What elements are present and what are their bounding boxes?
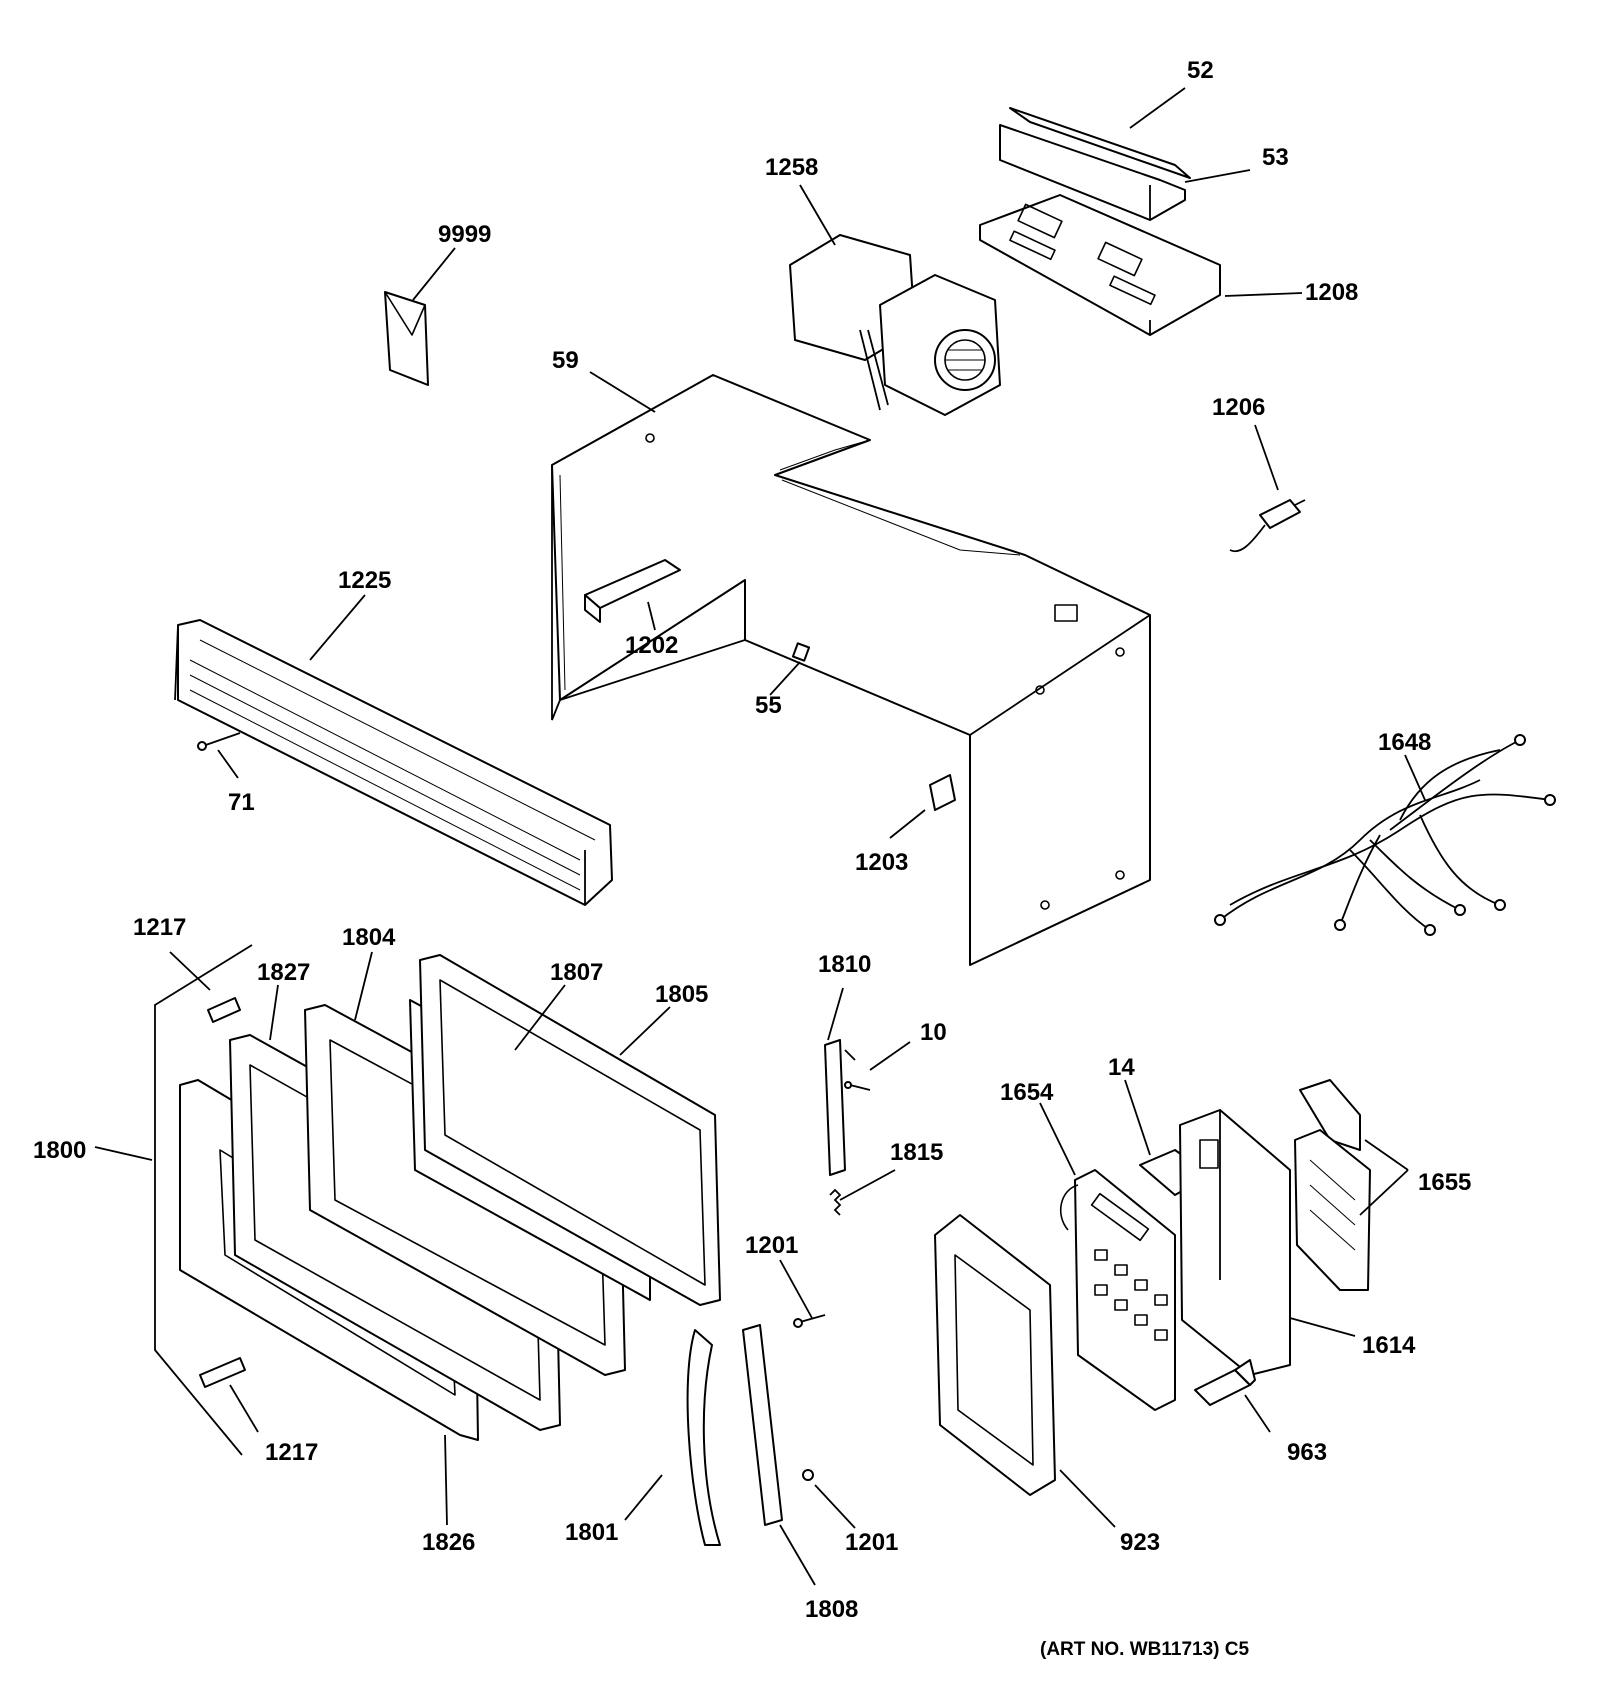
part-1810-latch-drawing bbox=[824, 1039, 856, 1176]
part-label-1258: 1258 bbox=[765, 154, 818, 181]
part-label-1203: 1203 bbox=[855, 849, 908, 876]
part-label-1801: 1801 bbox=[565, 1519, 618, 1546]
part-label-1202: 1202 bbox=[625, 632, 678, 659]
part-10-screw-drawing bbox=[844, 1081, 871, 1091]
part-label-1808: 1808 bbox=[805, 1596, 858, 1623]
part-71-screw-drawing bbox=[197, 732, 241, 751]
part-label-1827: 1827 bbox=[257, 959, 310, 986]
part-label-923: 923 bbox=[1120, 1529, 1160, 1556]
part-label-9999: 9999 bbox=[438, 221, 491, 248]
part-label-1815: 1815 bbox=[890, 1139, 943, 1166]
part-59-cabinet-drawing bbox=[551, 374, 1151, 966]
part-1206-plug-drawing bbox=[1229, 499, 1306, 553]
part-1202-bracket-drawing bbox=[584, 559, 681, 623]
part-label-14: 14 bbox=[1108, 1054, 1135, 1081]
part-label-1208: 1208 bbox=[1305, 279, 1358, 306]
part-1648-harness-drawing bbox=[1214, 734, 1556, 936]
part-1258-blower-drawing bbox=[789, 234, 1001, 416]
part-9999-envelope-drawing bbox=[384, 291, 429, 386]
door-assembly-bracket bbox=[154, 944, 253, 1456]
part-label-1614: 1614 bbox=[1362, 1332, 1416, 1359]
part-label-1807: 1807 bbox=[550, 959, 603, 986]
part-1801-handle-drawing bbox=[686, 1329, 721, 1546]
part-labels: 52 53 1258 9999 1208 59 1206 1225 1202 5… bbox=[33, 57, 1471, 1623]
part-label-1206: 1206 bbox=[1212, 394, 1265, 421]
leader-lines bbox=[94, 87, 1426, 1586]
part-label-1654: 1654 bbox=[1000, 1079, 1054, 1106]
part-1815-spring-drawing bbox=[829, 1188, 842, 1216]
part-1201-top-screw-drawing bbox=[793, 1314, 826, 1328]
part-label-55: 55 bbox=[755, 692, 782, 719]
part-label-1804: 1804 bbox=[342, 924, 396, 951]
part-label-1805: 1805 bbox=[655, 981, 708, 1008]
part-923-frame-drawing bbox=[934, 1214, 1056, 1496]
part-1808-bar-drawing bbox=[742, 1324, 783, 1526]
part-1217-bottom-hinge-drawing bbox=[199, 1357, 246, 1388]
part-label-1810: 1810 bbox=[818, 951, 871, 978]
part-1654-keypad-drawing bbox=[1060, 1169, 1176, 1411]
part-1655-boards-drawing bbox=[1294, 1079, 1371, 1291]
part-label-1201-bottom: 1201 bbox=[845, 1529, 898, 1556]
part-1201-bottom-screw-drawing bbox=[802, 1469, 814, 1481]
part-55-clip-drawing bbox=[791, 642, 811, 662]
part-label-1655: 1655 bbox=[1418, 1169, 1471, 1196]
part-1203-bracket-drawing bbox=[929, 774, 956, 811]
part-label-963: 963 bbox=[1287, 1439, 1327, 1466]
part-1805-gasket-drawing bbox=[419, 954, 721, 1306]
part-label-71: 71 bbox=[228, 789, 255, 816]
part-label-53: 53 bbox=[1262, 144, 1289, 171]
part-label-59: 59 bbox=[552, 347, 579, 374]
part-label-1217-top: 1217 bbox=[133, 914, 186, 941]
part-label-1217-bottom: 1217 bbox=[265, 1439, 318, 1466]
art-number-caption: (ART NO. WB11713) C5 bbox=[1040, 1639, 1249, 1660]
part-1225-grille-drawing bbox=[174, 619, 613, 906]
part-1614-bracket-drawing bbox=[1179, 1109, 1291, 1376]
part-label-1648: 1648 bbox=[1378, 729, 1431, 756]
part-label-1225: 1225 bbox=[338, 567, 391, 594]
part-1217-top-hinge-drawing bbox=[207, 997, 241, 1023]
part-label-1800: 1800 bbox=[33, 1137, 86, 1164]
part-label-1826: 1826 bbox=[422, 1529, 475, 1556]
part-52-cover-drawing bbox=[999, 107, 1191, 221]
part-label-1201-top: 1201 bbox=[745, 1232, 798, 1259]
part-label-52: 52 bbox=[1187, 57, 1214, 84]
part-963-bracket-drawing bbox=[1194, 1359, 1256, 1406]
part-label-10: 10 bbox=[920, 1019, 947, 1046]
part-1208-plate-drawing bbox=[979, 194, 1221, 336]
